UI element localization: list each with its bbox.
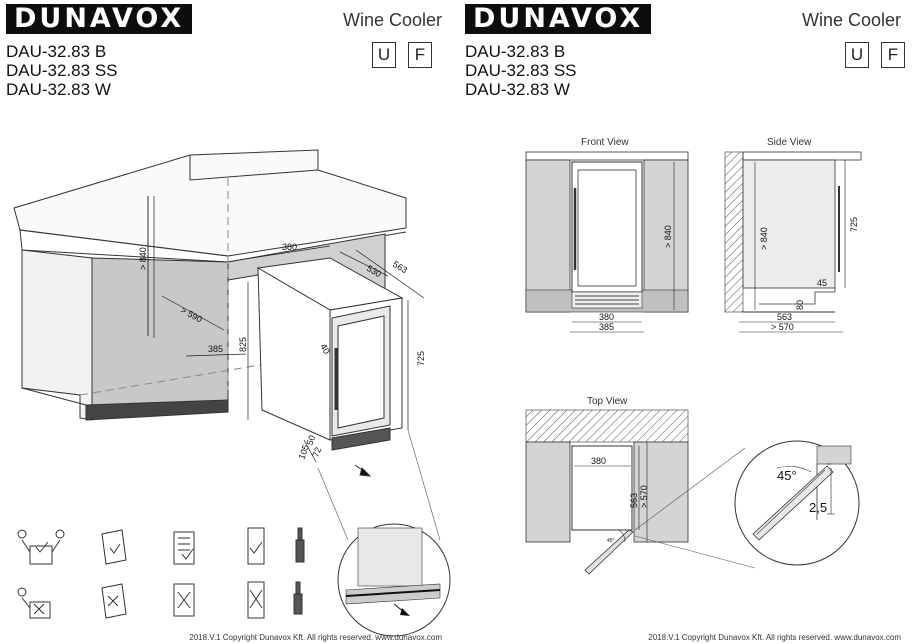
manual-ok-icon: [101, 529, 127, 565]
side-height-840: > 840: [759, 227, 769, 250]
installation-views: Front View > 840 380 385 Side View: [525, 137, 862, 575]
front-height-840: > 840: [663, 225, 673, 248]
language-badge-u: U: [845, 42, 869, 68]
front-view-title: Front View: [581, 137, 629, 148]
side-depth-570: > 570: [771, 322, 794, 332]
countertop: [13, 149, 407, 263]
left-sheet: DUNAVOX Wine Cooler DAU-32.83 B DAU-32.8…: [0, 0, 458, 644]
detail-angle-label: 45°: [777, 468, 797, 483]
bottle-tilted-icon: [293, 581, 303, 615]
manual-wrong-icon: [101, 583, 127, 619]
wine-cooler-appliance: [256, 257, 404, 477]
detail-circle-hinge: 45° 2,5: [734, 440, 860, 566]
top-door-angle: 45°: [607, 538, 615, 544]
dim-plinth-72: 72: [310, 446, 323, 459]
installation-drawing: > 840 > 590 385 380 530 563 825 725 40 5…: [13, 149, 451, 637]
single-person-lift-icon: [17, 587, 51, 619]
top-width-380: 380: [591, 456, 606, 466]
model-name: DAU-32.83 B: [6, 42, 107, 61]
side-view-title: Side View: [767, 137, 812, 148]
dimension-lines: [153, 196, 425, 463]
language-badge-f: F: [881, 42, 905, 68]
top-depth-570: > 570: [639, 485, 649, 508]
language-badge-u: U: [372, 42, 396, 68]
model-name: DAU-32.83 SS: [6, 61, 118, 80]
bottle-upright-icon: [295, 527, 305, 563]
handling-icons-wrong: [17, 581, 303, 619]
dim-height-825: 825: [238, 337, 248, 352]
dim-width-385: 385: [208, 344, 223, 354]
dim-height-840: > 840: [138, 247, 148, 270]
upright-cabinet-ok-icon: [247, 527, 265, 565]
detail-callout-lines: [317, 429, 441, 541]
side-depth-563: 563: [777, 312, 792, 322]
footer-copyright: 2018.V.1 Copyright Dunavox Kft. All righ…: [189, 633, 442, 642]
model-name: DAU-32.83 W: [6, 80, 111, 99]
dim-cabinet-width-380: 380: [282, 242, 297, 252]
model-name: DAU-32.83 SS: [465, 61, 577, 80]
footer-copyright: 2018.V.1 Copyright Dunavox Kft. All righ…: [648, 633, 901, 642]
checklist-wrong-icon: [173, 583, 195, 617]
model-name: DAU-32.83 W: [465, 80, 570, 99]
front-view: Front View > 840 380 385: [525, 137, 689, 333]
language-badge-f: F: [408, 42, 432, 68]
dim-plinth-50: 50: [304, 434, 317, 447]
side-dim-45: 45: [817, 278, 827, 288]
model-name: DAU-32.83 B: [465, 42, 566, 61]
checklist-ok-icon: [173, 531, 195, 565]
model-list: DAU-32.83 B DAU-32.83 SS DAU-32.83 W: [465, 42, 577, 99]
cabinet-wrong-icon: [247, 581, 265, 619]
brand-logo: DUNAVOX: [6, 4, 193, 34]
top-view-title: Top View: [587, 396, 628, 407]
document-type: Wine Cooler: [801, 10, 901, 30]
right-sheet: DUNAVOX Wine Cooler DAU-32.83 B DAU-32.8…: [459, 0, 917, 644]
dim-door-40: 40: [318, 342, 332, 356]
detail-circle-plinth: [337, 523, 451, 637]
dim-cabinet-depth-563: 563: [391, 259, 409, 275]
dim-height-725: 725: [416, 351, 426, 366]
brand-logo: DUNAVOX: [465, 4, 652, 34]
side-dim-80: 80: [795, 300, 805, 310]
front-width-385: 385: [599, 322, 614, 332]
two-person-lift-icon: [17, 529, 65, 565]
document-type: Wine Cooler: [342, 10, 442, 30]
top-depth-563: 563: [629, 493, 639, 508]
detail-gap-label: 2,5: [809, 500, 827, 515]
top-view: Top View 380 563 > 570 45°: [525, 396, 756, 575]
front-width-380: 380: [599, 312, 614, 322]
side-height-725: 725: [849, 217, 859, 232]
dim-plinth-105: 105: [296, 443, 311, 461]
model-list: DAU-32.83 B DAU-32.83 SS DAU-32.83 W: [6, 42, 118, 99]
dimension-labels: > 840 > 590 385 380 530 563 825 725 40 5…: [138, 242, 426, 461]
handling-icons-correct: [17, 527, 305, 565]
side-view: Side View > 840 725 45 80 563 > 570: [724, 137, 862, 333]
